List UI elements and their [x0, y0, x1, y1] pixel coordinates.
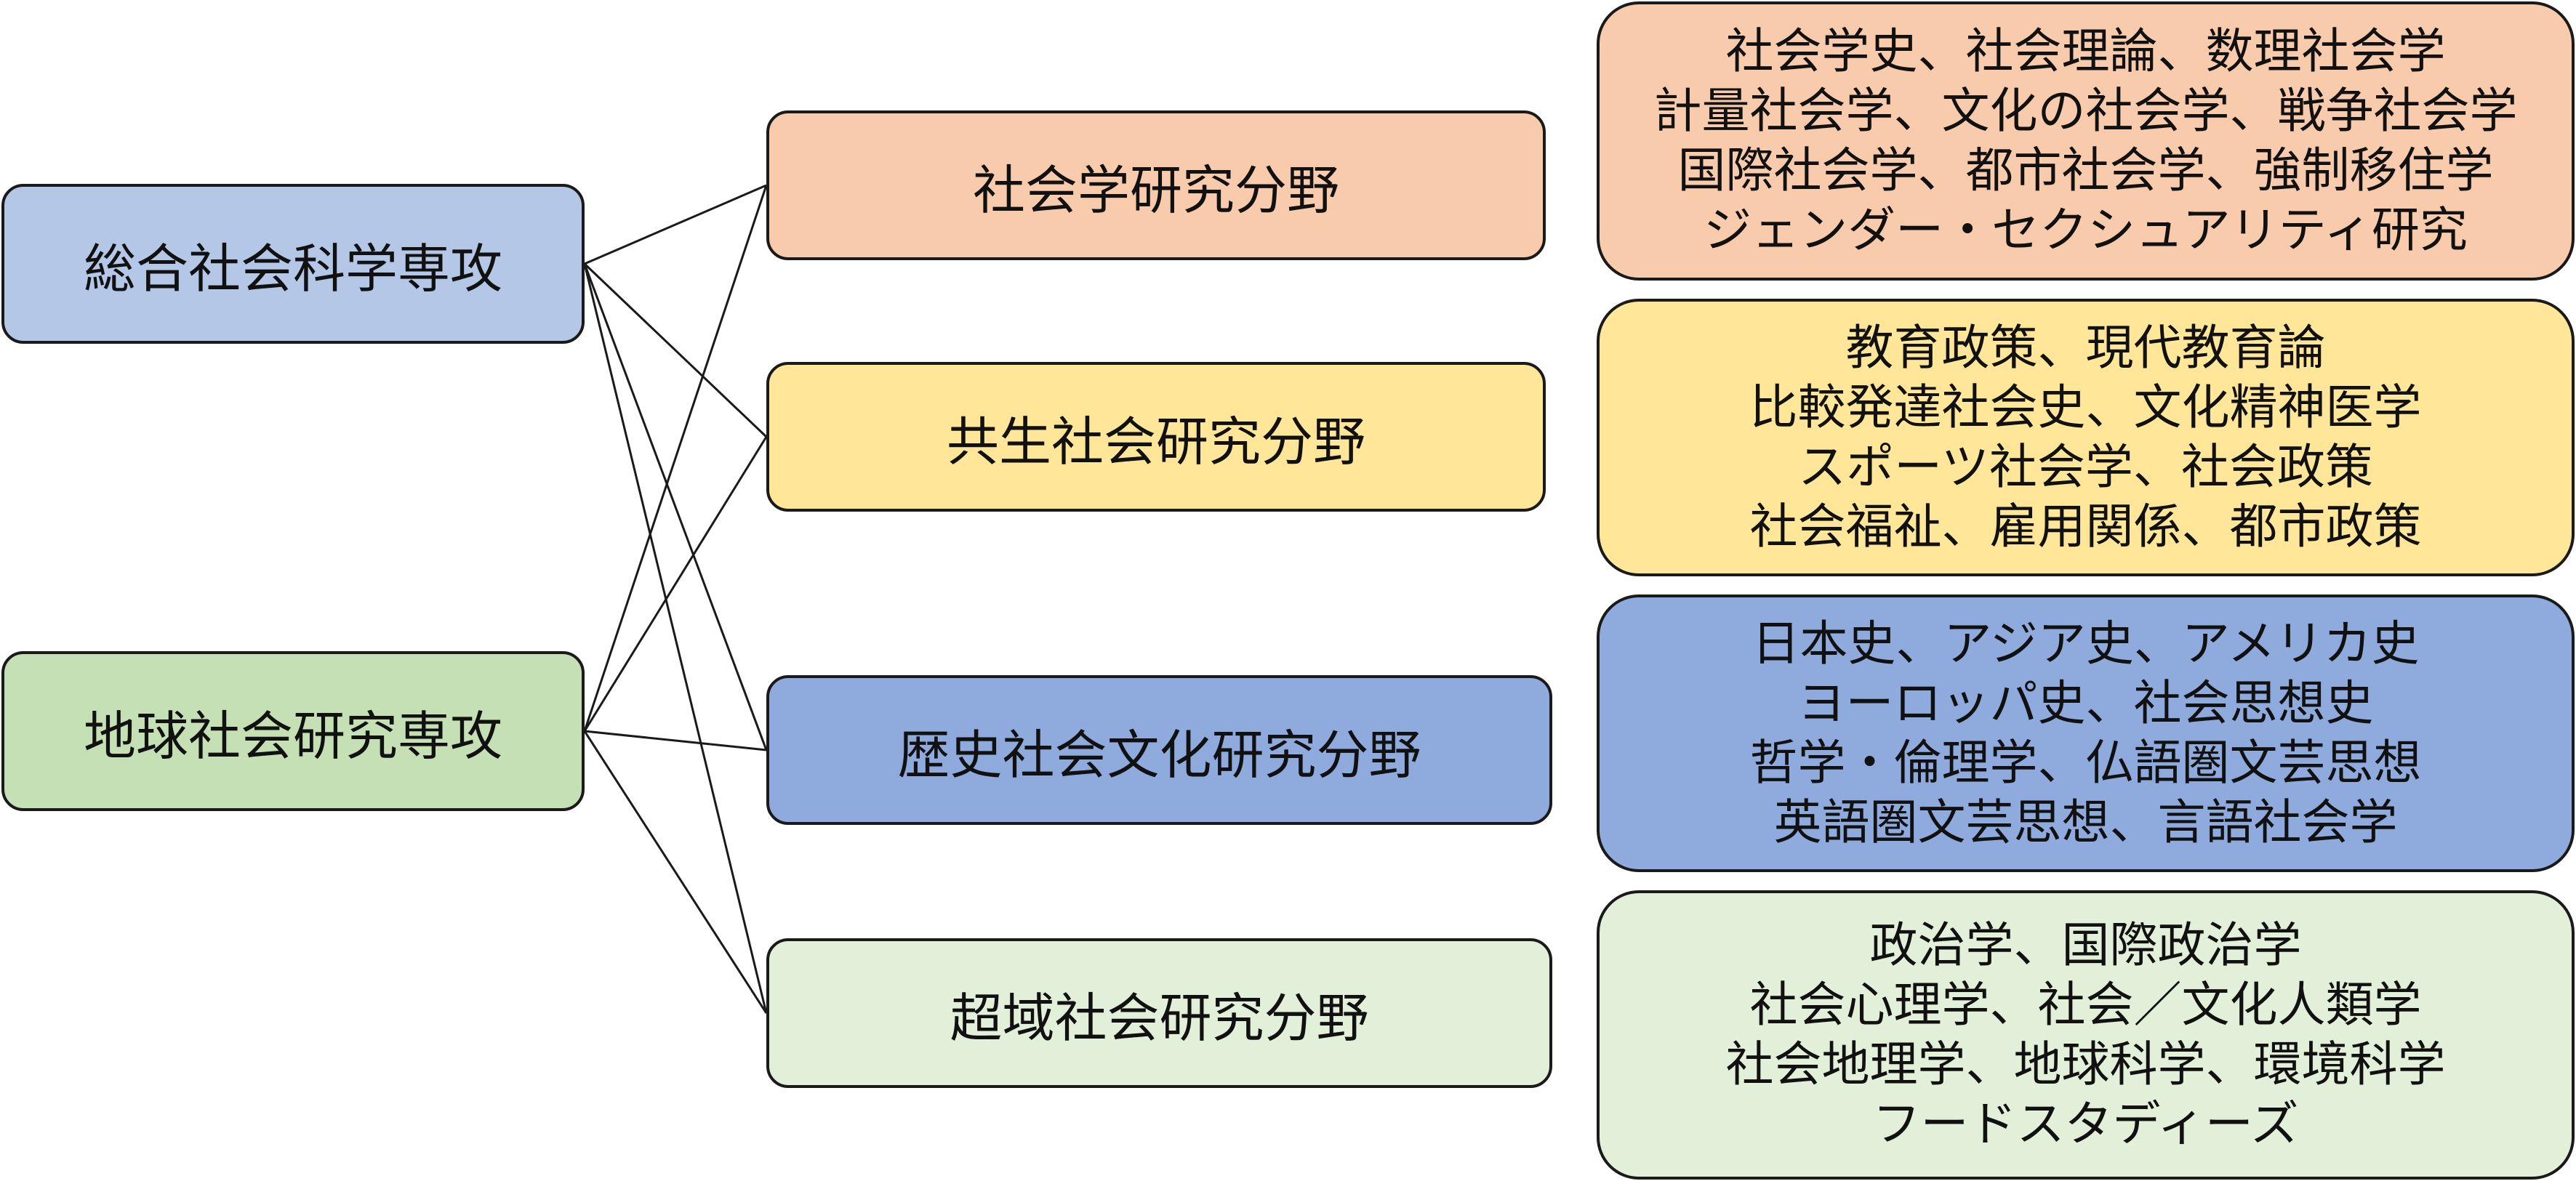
topic-line: 国際社会学、都市社会学、強制移住学: [1677, 142, 2494, 198]
topic-line: 計量社会学、文化の社会学、戦争社会学: [1653, 83, 2518, 139]
topic-line: ジェンダー・セクシュアリティ研究: [1704, 202, 2468, 258]
topic-line: 比較発達社会史、文化精神医学: [1749, 379, 2422, 435]
topic-line: 教育政策、現代教育論: [1845, 320, 2326, 376]
topics-symbiotic-society: 教育政策、現代教育論 比較発達社会史、文化精神医学 スポーツ社会学、社会政策 社…: [1597, 299, 2575, 576]
major-label: 総合社会科学専攻: [83, 238, 502, 299]
field-history-society-culture: 歴史社会文化研究分野: [766, 675, 1552, 825]
topic-line: フードスタディーズ: [1872, 1096, 2299, 1152]
topic-line: 社会福祉、雇用関係、都市政策: [1749, 499, 2422, 555]
major-label: 地球社会研究専攻: [83, 705, 502, 767]
connector-line: [583, 263, 768, 1014]
topic-line: 政治学、国際政治学: [1869, 917, 2302, 973]
topic-line: 哲学・倫理学、仏語圏文芸思想: [1749, 735, 2422, 791]
topics-sociology: 社会学史、社会理論、数理社会学 計量社会学、文化の社会学、戦争社会学 国際社会学…: [1597, 1, 2575, 281]
topic-line: ヨーロッパ史、社会思想史: [1797, 675, 2374, 731]
connector-line: [584, 184, 767, 265]
field-label: 社会学研究分野: [972, 159, 1339, 221]
topic-line: スポーツ社会学、社会政策: [1798, 439, 2373, 495]
field-label: 超域社会研究分野: [950, 987, 1369, 1049]
topics-history-society-culture: 日本史、アジア史、アメリカ史 ヨーロッパ史、社会思想史 哲学・倫理学、仏語圏文芸…: [1597, 594, 2575, 872]
topics-transregional-society: 政治学、国際政治学 社会心理学、社会／文化人類学 社会地理学、地球科学、環境科学…: [1597, 890, 2575, 1180]
connector-line: [584, 730, 767, 751]
topic-line: 社会地理学、地球科学、環境科学: [1725, 1036, 2446, 1092]
topic-line: 英語圏文芸思想、言語社会学: [1773, 794, 2398, 850]
field-sociology: 社会学研究分野: [766, 110, 1546, 260]
topic-line: 日本史、アジア史、アメリカ史: [1752, 616, 2420, 672]
major-sougou-shakai-kagaku: 総合社会科学専攻: [1, 184, 585, 344]
major-chikyu-shakai-kenkyu: 地球社会研究専攻: [1, 651, 585, 811]
topic-line: 社会学史、社会理論、数理社会学: [1725, 23, 2446, 79]
field-label: 共生社会研究分野: [946, 411, 1365, 472]
field-label: 歴史社会文化研究分野: [897, 724, 1421, 786]
connector-line: [583, 436, 768, 732]
field-symbiotic-society: 共生社会研究分野: [766, 362, 1546, 512]
connector-line: [583, 263, 768, 751]
connector-line: [583, 730, 768, 1014]
connector-line: [583, 262, 768, 438]
topic-line: 社会心理学、社会／文化人類学: [1749, 977, 2422, 1033]
field-transregional-society: 超域社会研究分野: [766, 938, 1552, 1088]
connector-line: [583, 185, 768, 732]
